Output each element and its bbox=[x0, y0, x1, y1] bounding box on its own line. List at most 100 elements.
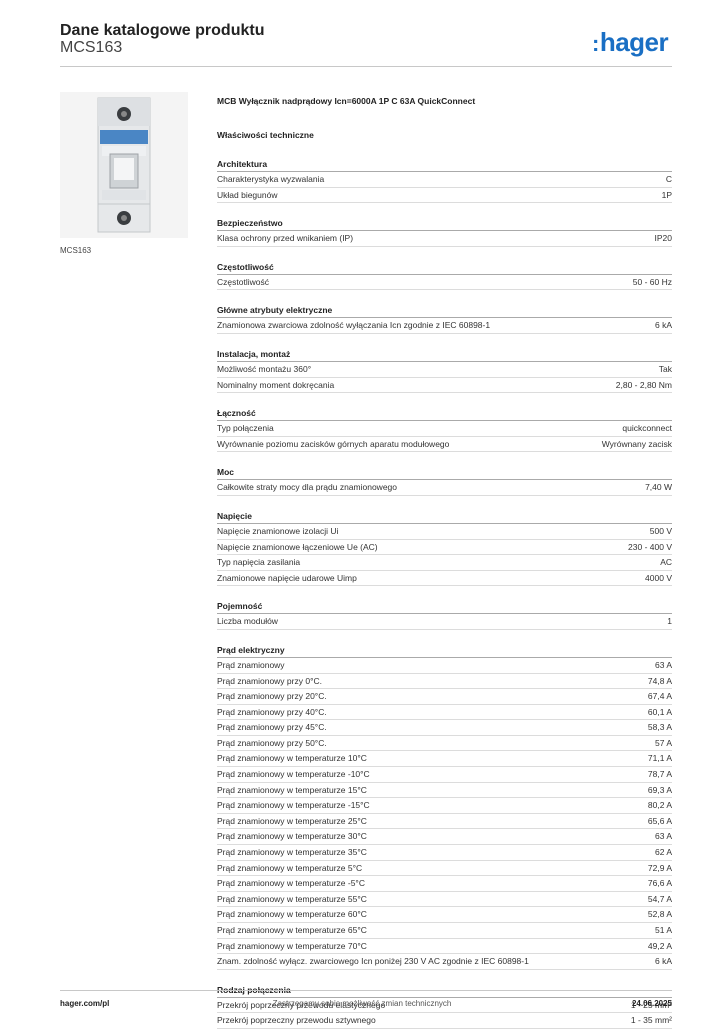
circuit-breaker-icon bbox=[60, 92, 188, 238]
spec-label: Układ biegunów bbox=[217, 189, 278, 200]
spec-value: 80,2 A bbox=[647, 800, 672, 811]
spec-value: 49,2 A bbox=[647, 940, 672, 951]
spec-label: Typ połączenia bbox=[217, 423, 274, 434]
spec-row: Prąd znamionowy przy 40°C.60,1 A bbox=[217, 705, 672, 721]
spec-value: IP20 bbox=[654, 233, 673, 244]
spec-label: Prąd znamionowy w temperaturze -5°C bbox=[217, 878, 365, 889]
footer-divider bbox=[60, 990, 672, 991]
spec-row: Typ napięcia zasilania AC bbox=[217, 555, 672, 571]
product-code: MCS163 bbox=[60, 39, 123, 56]
spec-section-title: Napięcie bbox=[217, 510, 672, 524]
spec-value: 63 A bbox=[654, 831, 672, 842]
spec-value: 62 A bbox=[654, 847, 672, 858]
spec-value: 1 - 25 mm² bbox=[630, 999, 672, 1010]
spec-label: Możliwość montażu 360° bbox=[217, 363, 312, 374]
spec-row: Znamionowa zwarciowa zdolność wyłączania… bbox=[217, 318, 672, 334]
spec-value: 52,8 A bbox=[647, 909, 672, 920]
spec-row: Prąd znamionowy w temperaturze 10°C 71,1 … bbox=[217, 751, 672, 768]
spec-section-title: Główne atrybuty elektryczne bbox=[217, 304, 672, 319]
spec-section-title: Moc bbox=[217, 466, 672, 481]
spec-value: Wyrównany zacisk bbox=[601, 438, 672, 449]
footer-date: 24.06.2025 bbox=[631, 999, 672, 1008]
spec-section-title: Łączność bbox=[217, 407, 672, 422]
spec-value: quickconnect bbox=[622, 423, 672, 434]
spec-value: 71,1 A bbox=[647, 753, 672, 764]
spec-row: Znam. zdolność wyłącz. zwarciowego Icn p… bbox=[217, 954, 672, 970]
spec-label: Prąd znamionowy przy 20°C. bbox=[217, 691, 327, 702]
spec-row: Wyrównanie poziomu zacisków górnych apar… bbox=[217, 437, 672, 453]
spec-section-title: Instalacja, montaż bbox=[217, 348, 672, 362]
spec-value: 4000 V bbox=[645, 572, 672, 583]
spec-value: 500 V bbox=[649, 525, 672, 536]
spec-value: 230 - 400 V bbox=[628, 541, 672, 552]
spec-section-title: Architektura bbox=[217, 158, 672, 172]
spec-label: Przekrój poprzeczny przewodu sztywnego bbox=[217, 1015, 376, 1026]
spec-value: 1P bbox=[661, 189, 672, 200]
spec-label: Prąd znamionowy w temperaturze 15°C bbox=[217, 784, 367, 795]
spec-section-title: Pojemność bbox=[217, 600, 672, 615]
spec-value: 1 bbox=[667, 616, 672, 627]
spec-label: Nominalny moment dokręcania bbox=[217, 379, 335, 390]
spec-row: Możliwość montażu 360°Tak bbox=[217, 362, 672, 378]
footer-disclaimer: Zastrzegamy sobie możliwość zmian techni… bbox=[272, 999, 452, 1008]
spec-section-title: Rodzaj połączenia bbox=[217, 984, 672, 998]
spec-value: 72,9 A bbox=[647, 862, 672, 873]
spec-row: Napięcie znamionowe łączeniowe Ue (AC) 23… bbox=[217, 540, 672, 556]
image-caption: MCS163 bbox=[60, 246, 92, 255]
spec-label: Prąd znamionowy w temperaturze 30°C bbox=[217, 831, 367, 842]
spec-value: 76,6 A bbox=[647, 878, 672, 889]
spec-label: Prąd znamionowy w temperaturze 60°C bbox=[217, 909, 367, 920]
spec-label: Częstotliwość bbox=[217, 276, 269, 287]
spec-row: Prąd znamionowy w temperaturze 15°C 69,3 … bbox=[217, 783, 672, 799]
spec-value: 51 A bbox=[654, 925, 672, 935]
spec-label: Typ napięcia zasilania bbox=[217, 557, 301, 568]
spec-value: 54,7 A bbox=[647, 893, 672, 904]
spec-value: 67,4 A bbox=[647, 691, 672, 702]
spec-value: 1 - 35 mm² bbox=[630, 1015, 672, 1026]
spec-row: Prąd znamionowy przy 50°C.57 A bbox=[217, 736, 672, 752]
spec-label: Znam. zdolność wyłącz. zwarciowego Icn p… bbox=[217, 956, 529, 967]
spec-label: Prąd znamionowy przy 0°C. bbox=[217, 675, 322, 686]
spec-value: 58,3 A bbox=[647, 722, 672, 733]
spec-label: Prąd znamionowy przy 40°C. bbox=[217, 706, 327, 717]
spec-label: Prąd znamionowy w temperaturze 5°C bbox=[217, 862, 363, 873]
spec-label: Prąd znamionowy w temperaturze 55°C bbox=[217, 893, 367, 904]
footer-website: hager.com/pl bbox=[60, 999, 110, 1008]
spec-row: Prąd znamionowy w temperaturze 5°C 72,9 A bbox=[217, 861, 672, 877]
spec-row: Prąd znamionowy w temperaturze 30°C 63 A bbox=[217, 829, 672, 846]
hager-logo: :hager bbox=[592, 27, 669, 58]
spec-label: Napięcie znamionowe łączeniowe Ue (AC) bbox=[217, 541, 378, 552]
spec-row: Układ biegunów 1P bbox=[217, 188, 672, 204]
spec-value: 69,3 A bbox=[647, 784, 672, 795]
spec-value: 74,8 A bbox=[647, 675, 672, 686]
spec-label: Napięcie znamionowe izolacji Ui bbox=[217, 525, 339, 536]
spec-section-title: Prąd elektryczny bbox=[217, 644, 672, 658]
product-title: MCB Wyłącznik nadprądowy Icn=6000A 1P C … bbox=[217, 96, 476, 106]
header-divider bbox=[60, 66, 672, 67]
spec-label: Prąd znamionowy w temperaturze -10°C bbox=[217, 769, 370, 780]
logo-text: hager bbox=[599, 27, 669, 57]
spec-label: Prąd znamionowy w temperaturze 35°C bbox=[217, 847, 367, 858]
spec-value: 63 A bbox=[654, 659, 672, 670]
spec-content: MCB Wyłącznik nadprądowy Icn=6000A 1P C … bbox=[217, 96, 672, 1029]
spec-label: Prąd znamionowy w temperaturze 10°C bbox=[217, 753, 367, 764]
spec-label: Prąd znamionowy w temperaturze 70°C bbox=[217, 940, 367, 951]
spec-value: AC bbox=[660, 557, 672, 568]
spec-label: Wyrównanie poziomu zacisków górnych apar… bbox=[217, 438, 450, 449]
spec-label: Prąd znamionowy w temperaturze 25°C bbox=[217, 815, 367, 826]
spec-row: Prąd znamionowy przy 0°C. 74,8 A bbox=[217, 674, 672, 690]
